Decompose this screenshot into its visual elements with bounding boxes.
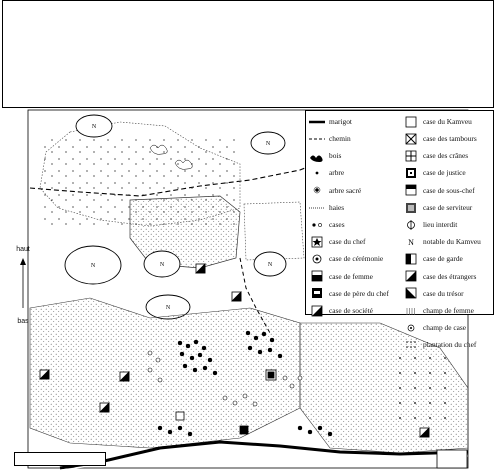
- case-femme-icon: [308, 270, 326, 282]
- plantation-area: [399, 357, 446, 419]
- interdit-icon: [402, 219, 420, 231]
- dotted-area: [29, 297, 301, 449]
- special-huts: [39, 263, 430, 438]
- legend-item-plantation: plantation du chef: [402, 336, 494, 353]
- kamveu-icon: [402, 116, 420, 128]
- dotted-area: [299, 322, 469, 454]
- case-societe-icon: [308, 305, 326, 317]
- corner-box: [436, 449, 468, 469]
- sous-chef-icon: [402, 184, 420, 196]
- arbre-icon: [308, 167, 326, 179]
- legend-item-serviteur: case de serviteur: [402, 199, 494, 216]
- zone-ellipses: [64, 114, 287, 320]
- zone-label: N: [91, 263, 96, 269]
- svg-text:N: N: [408, 238, 414, 247]
- chemin-line: [239, 257, 271, 334]
- legend-item-case-pere: case de père du chef: [308, 285, 400, 302]
- legend-item-kamveu: case du Kamveu: [402, 113, 494, 130]
- bois-icon: [308, 150, 326, 162]
- legend-item-haies: haies: [308, 199, 400, 216]
- legend-item-interdit: lieu interdit: [402, 216, 494, 233]
- justice-icon: [402, 167, 420, 179]
- case-chef-icon: [308, 236, 326, 248]
- legend-item-case-femme: case de femme: [308, 268, 400, 285]
- legend-item-marigot: marigot: [308, 113, 400, 130]
- zone-label: N: [92, 124, 97, 130]
- marigot-stream: [59, 440, 469, 470]
- legend-item-tambours: case des tambours: [402, 130, 494, 147]
- cranes-icon: [402, 150, 420, 162]
- chemin-icon: [308, 133, 326, 145]
- champ-case-icon: [402, 322, 420, 334]
- zone-label: N: [268, 262, 273, 268]
- legend-item-bois: bois: [308, 147, 400, 164]
- marigot-stream: [59, 445, 469, 471]
- tresor-icon: [402, 287, 420, 299]
- cases-icon: [308, 219, 326, 231]
- arbre-sacre-icon: [308, 184, 326, 196]
- compass-bottom-label: bas: [17, 318, 29, 325]
- legend-item-etrangers: case des étrangers: [402, 268, 494, 285]
- compass-arrow-icon: [20, 258, 26, 308]
- haies-icon: [308, 202, 326, 214]
- legend-item-case-ceremonie: case de cérémonie: [308, 251, 400, 268]
- legend-item-arbre-sacre: arbre sacré: [308, 182, 400, 199]
- legend-item-cases: cases: [308, 216, 400, 233]
- north-arrow: haut bas: [10, 246, 36, 336]
- tambours-icon: [402, 133, 420, 145]
- champ-femme-icon: [402, 305, 420, 317]
- scale-box: [14, 452, 106, 466]
- zone-label: N: [166, 305, 171, 311]
- enclosure: [39, 121, 241, 227]
- legend-item-chemin: chemin: [308, 130, 400, 147]
- header-panel: [2, 0, 494, 108]
- legend-item-sous-chef: case de sous-chef: [402, 182, 494, 199]
- legend-item-justice: case de justice: [402, 165, 494, 182]
- zone-label: N: [266, 141, 271, 147]
- map-legend: marigot chemin bois arbre arbre sacré ha…: [305, 110, 494, 349]
- legend-item-champ-femme: champ de femme: [402, 302, 494, 319]
- legend-item-garde: case de garde: [402, 251, 494, 268]
- marigot-icon: [308, 116, 326, 128]
- legend-item-case-chef: case du chef: [308, 233, 400, 250]
- case-ceremonie-icon: [308, 253, 326, 265]
- case-pere-icon: [308, 287, 326, 299]
- legend-item-case-societe: case de société: [308, 302, 400, 319]
- zone-label: N: [160, 262, 165, 268]
- serviteur-icon: [402, 202, 420, 214]
- trees-scatter: [40, 138, 240, 228]
- hut-cluster: [157, 330, 333, 437]
- legend-column-right: case du Kamveu case des tambours case de…: [402, 113, 494, 354]
- plantation-icon: [402, 339, 420, 351]
- notable-icon: N: [402, 236, 420, 248]
- legend-column-left: marigot chemin bois arbre arbre sacré ha…: [308, 113, 400, 319]
- legend-item-tresor: case du trésor: [402, 285, 494, 302]
- legend-item-cranes: case des crânes: [402, 147, 494, 164]
- compass-top-label: haut: [16, 246, 30, 253]
- legend-item-notable: N notable du Kamveu: [402, 233, 494, 250]
- legend-item-arbre: arbre: [308, 165, 400, 182]
- etrangers-icon: [402, 270, 420, 282]
- garde-icon: [402, 253, 420, 265]
- hut-cluster-open: [147, 350, 303, 407]
- enclosure: [243, 201, 305, 261]
- legend-item-champ-case: champ de case: [402, 319, 494, 336]
